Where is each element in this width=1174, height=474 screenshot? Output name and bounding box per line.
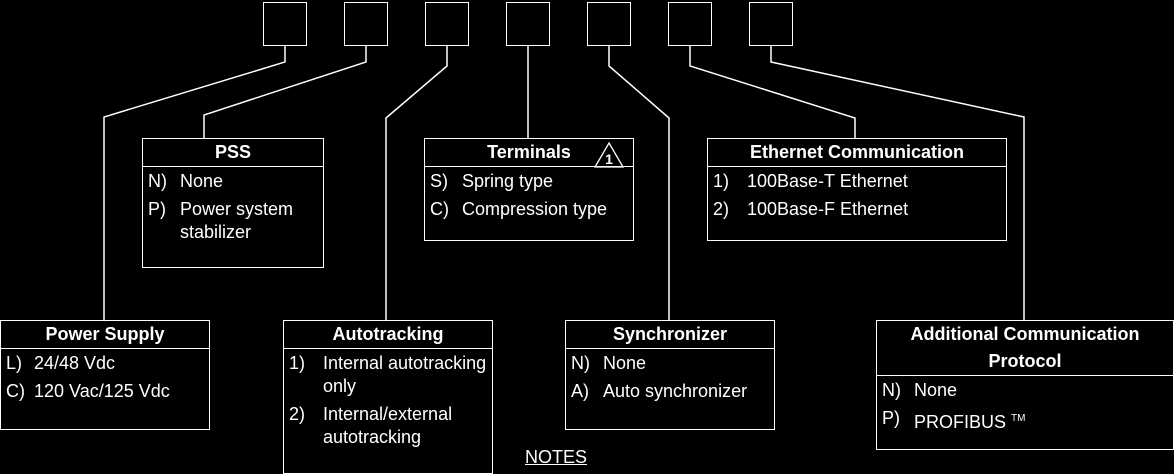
option-desc: 120 Vac/125 Vdc: [34, 381, 170, 401]
notes-label: NOTES: [525, 447, 588, 467]
option-code: C): [6, 381, 25, 401]
terminals-option-compression: C) Compression type: [430, 198, 633, 221]
option-desc: Internal/external autotracking: [323, 404, 453, 447]
profibus-label: PROFIBUS: [914, 412, 1007, 432]
autotracking-option-internal: 1) Internal autotracking only: [289, 352, 492, 398]
option-desc: PROFIBUS TM: [914, 407, 1173, 434]
power-supply-box: Power Supply L) 24/48 Vdc C) 120 Vac/125…: [0, 320, 210, 430]
model-digit-box-1: [263, 2, 307, 46]
wire-additional: [770, 46, 1025, 320]
option-code: N): [148, 171, 167, 191]
pss-option-stabilizer: P) Power system stabilizer: [148, 198, 323, 244]
synchronizer-option-none: N) None: [571, 352, 774, 375]
model-digit-box-2: [344, 2, 388, 46]
terminals-box: Terminals 1 S) Spring type C) Compressio…: [424, 138, 634, 241]
ethernet-title: Ethernet Communication: [708, 139, 1006, 167]
additional-option-none: N) None: [882, 379, 1173, 402]
option-code: 2): [289, 404, 306, 424]
model-digit-box-6: [668, 2, 712, 46]
power-option-low: L) 24/48 Vdc: [6, 352, 209, 375]
ethernet-option-f: 2) 100Base-F Ethernet: [713, 198, 1006, 221]
option-desc: None: [914, 380, 958, 400]
synchronizer-option-auto: A) Auto synchronizer: [571, 380, 774, 403]
wire-synchronizer: [608, 46, 670, 320]
option-code: L): [6, 353, 23, 373]
autotracking-option-external: 2) Internal/external autotracking: [289, 403, 492, 449]
option-code: N): [571, 353, 590, 373]
option-desc: None: [603, 353, 647, 373]
option-code: C): [430, 199, 449, 219]
ethernet-box: Ethernet Communication 1) 100Base-T Ethe…: [707, 138, 1007, 241]
terminals-option-spring: S) Spring type: [430, 170, 633, 193]
model-digit-box-3: [425, 2, 469, 46]
option-desc: Spring type: [462, 171, 554, 191]
option-desc: Internal autotracking only: [323, 353, 487, 396]
option-code: S): [430, 171, 448, 191]
wire-pss: [203, 46, 367, 138]
model-digit-box-7: [749, 2, 793, 46]
option-code: P): [882, 408, 900, 428]
pss-box: PSS N) None P) Power system stabilizer: [142, 138, 324, 268]
option-code: A): [571, 381, 589, 401]
option-code: N): [882, 380, 901, 400]
note-triangle-icon: 1: [593, 141, 625, 168]
option-desc: Compression type: [462, 199, 608, 219]
power-supply-title: Power Supply: [1, 321, 209, 349]
option-desc: 100Base-T Ethernet: [747, 171, 908, 191]
pss-title: PSS: [143, 139, 323, 167]
power-option-high: C) 120 Vac/125 Vdc: [6, 380, 209, 403]
additional-protocol-title: Additional Communication Protocol: [910, 324, 1140, 371]
option-desc: Power system stabilizer: [180, 199, 294, 242]
pss-option-none: N) None: [148, 170, 323, 193]
additional-option-profibus: P) PROFIBUS TM: [882, 407, 1173, 434]
model-digit-box-5: [587, 2, 631, 46]
autotracking-box: Autotracking 1) Internal autotracking on…: [283, 320, 493, 474]
trademark-mark: TM: [1011, 413, 1026, 424]
option-desc: None: [180, 171, 224, 191]
option-desc: 100Base-F Ethernet: [747, 199, 909, 219]
option-code: P): [148, 199, 166, 219]
ethernet-option-t: 1) 100Base-T Ethernet: [713, 170, 1006, 193]
synchronizer-box: Synchronizer N) None A) Auto synchronize…: [565, 320, 775, 430]
autotracking-title: Autotracking: [284, 321, 492, 349]
additional-protocol-box: Additional Communication Protocol N) Non…: [876, 320, 1174, 450]
terminals-title: Terminals 1: [425, 139, 633, 168]
wire-ethernet: [689, 46, 856, 138]
option-desc: Auto synchronizer: [603, 381, 748, 401]
model-digit-box-4: [506, 2, 550, 46]
synchronizer-title: Synchronizer: [566, 321, 774, 349]
wire-power-supply: [103, 46, 286, 320]
option-code: 1): [289, 353, 306, 373]
option-desc: 24/48 Vdc: [34, 353, 116, 373]
wire-autotracking: [385, 46, 448, 320]
terminals-title-text: Terminals: [487, 142, 571, 162]
option-code: 2): [713, 199, 730, 219]
option-code: 1): [713, 171, 730, 191]
note-marker: 1: [605, 151, 613, 167]
